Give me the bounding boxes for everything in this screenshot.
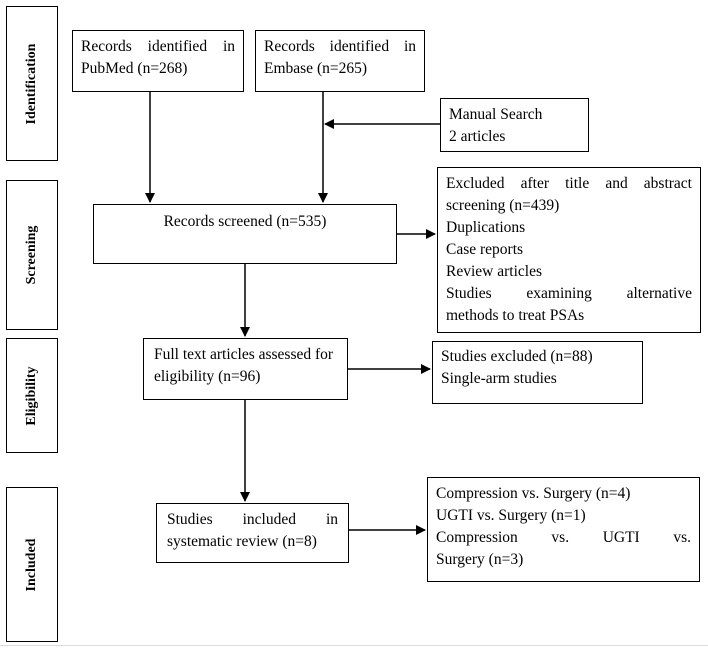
embase-records-box: Records identified in Embase (n=265): [255, 30, 425, 92]
alternative-methods-text: Studies examining alternative: [446, 285, 692, 302]
full-text-assessed-box: Full text articles assessed for eligibil…: [143, 338, 348, 400]
case-reports-text: Case reports: [446, 241, 524, 258]
studies-excluded-box: Studies excluded (n=88) Single-arm studi…: [432, 341, 643, 404]
stage-screening: Screening: [6, 180, 58, 330]
studies-included-box: Studies included in systematic review (n…: [156, 503, 349, 563]
stage-identification: Identification: [6, 6, 58, 161]
ugti-vs-surgery-text: UGTI vs. Surgery (n=1): [436, 507, 586, 524]
manual-search-count: 2 articles: [449, 128, 506, 145]
pubmed-records-text: Records identified in PubMed (n=268): [81, 38, 235, 77]
pubmed-records-box: Records identified in PubMed (n=268): [72, 30, 244, 92]
records-screened-text: Records screened (n=535): [163, 213, 327, 230]
stage-included: Included: [6, 487, 58, 642]
comparison-groups-box: Compression vs. Surgery (n=4) UGTI vs. S…: [427, 477, 700, 582]
manual-search-box: Manual Search 2 articles: [440, 98, 589, 152]
alternative-methods-text-2: methods to treat PSAs: [446, 307, 585, 324]
compression-vs-ugti-text-2: Surgery (n=3): [436, 551, 524, 568]
compression-vs-surgery-text: Compression vs. Surgery (n=4): [436, 485, 631, 502]
single-arm-studies-text: Single-arm studies: [441, 370, 557, 387]
manual-search-title: Manual Search: [449, 106, 543, 123]
full-text-assessed-text: Full text articles assessed for eligibil…: [154, 346, 334, 385]
stage-eligibility: Eligibility: [6, 338, 58, 453]
excluded-title-abstract-text: Excluded after title and abstract screen…: [446, 175, 692, 214]
studies-included-text: Studies included in: [167, 511, 338, 528]
review-articles-text: Review articles: [446, 263, 542, 280]
embase-records-text: Records identified in Embase (n=265): [264, 38, 416, 77]
duplications-text: Duplications: [446, 219, 526, 236]
excluded-title-abstract-box: Excluded after title and abstract screen…: [437, 167, 701, 333]
records-screened-box: Records screened (n=535): [93, 204, 397, 264]
studies-excluded-text: Studies excluded (n=88): [441, 348, 593, 365]
systematic-review-text: systematic review (n=8): [167, 533, 317, 550]
compression-vs-ugti-text: Compression vs. UGTI vs.: [436, 529, 691, 546]
bottom-divider: [0, 645, 708, 646]
